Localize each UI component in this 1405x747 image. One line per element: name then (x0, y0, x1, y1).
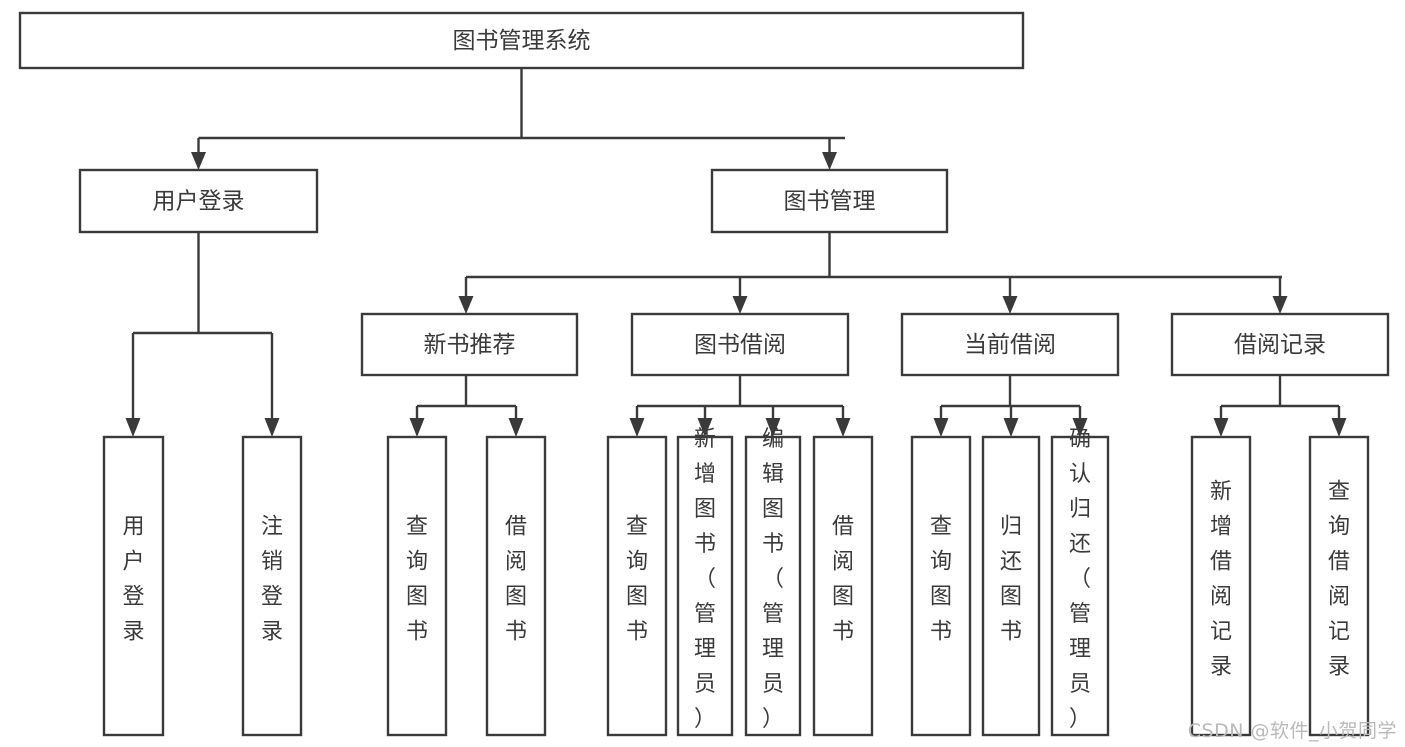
edge-group-root-to-level2 (191, 68, 845, 170)
node-borrow-record-label: 借阅记录 (1234, 332, 1326, 358)
node-leaf-query-book-1[interactable]: 查询图书 (386, 435, 448, 737)
node-leaf-query-book-2-box[interactable] (606, 435, 668, 737)
edge-group-borrowrecord-to-leaves (1213, 375, 1347, 437)
arrowhead-leaf-edit-book (765, 418, 781, 437)
node-leaf-edit-book-label: 编辑图书（管理员） (762, 427, 784, 732)
node-leaf-add-record-box[interactable] (1190, 435, 1252, 737)
node-current-borrow-box[interactable] (900, 312, 1120, 377)
node-leaf-query-book-3[interactable]: 查询图书 (910, 435, 972, 737)
edge-group-currentborrow-to-leaves (933, 375, 1088, 437)
arrowhead-leaf-query-book-3 (933, 418, 949, 437)
node-book-manage[interactable]: 图书管理 (710, 168, 949, 234)
node-leaf-user-logout[interactable]: 注销登录 (241, 435, 303, 737)
node-book-borrow[interactable]: 图书借阅 (630, 312, 850, 377)
node-leaf-borrow-book-1-box[interactable] (485, 435, 547, 737)
node-new-book-recommend-label: 新书推荐 (424, 332, 516, 358)
node-leaf-query-book-2[interactable]: 查询图书 (606, 435, 668, 737)
node-leaf-borrow-book-1[interactable]: 借阅图书 (485, 435, 547, 737)
node-leaf-query-record-box[interactable] (1308, 435, 1370, 737)
node-borrow-record-box[interactable] (1170, 312, 1390, 377)
node-current-borrow[interactable]: 当前借阅 (900, 312, 1120, 377)
edge-group-newbook-to-leaves (409, 375, 524, 437)
arrowhead-book-manage (822, 152, 837, 170)
node-book-manage-label: 图书管理 (784, 189, 876, 215)
arrowhead-current-borrow (1002, 296, 1018, 314)
arrowhead-leaf-query-book-1 (409, 418, 425, 437)
node-user-login[interactable]: 用户登录 (78, 168, 319, 234)
edge-group-bookmanage-to-level3 (458, 232, 1288, 314)
node-leaf-confirm-return-box[interactable] (1050, 435, 1110, 737)
node-leaf-return-book-box[interactable] (981, 435, 1041, 737)
arrowhead-leaf-borrow-book-2 (835, 418, 851, 437)
node-user-login-label: 用户登录 (153, 189, 245, 215)
node-leaf-user-login-box[interactable] (102, 435, 165, 737)
node-book-borrow-box[interactable] (630, 312, 850, 377)
node-root-box[interactable] (18, 11, 1025, 70)
arrowhead-new-book-recommend (458, 296, 474, 314)
node-new-book-recommend-box[interactable] (360, 312, 579, 377)
node-new-book-recommend[interactable]: 新书推荐 (360, 312, 579, 377)
node-root-label: 图书管理系统 (453, 28, 591, 54)
arrowhead-leaf-user-logout (264, 418, 280, 437)
node-leaf-borrow-book-2-box[interactable] (812, 435, 874, 737)
node-leaf-query-book-3-label: 查询图书 (930, 515, 952, 645)
node-leaf-edit-book[interactable]: 编辑图书（管理员） (744, 427, 802, 737)
node-leaf-edit-book-box[interactable] (744, 435, 802, 737)
node-leaf-confirm-return-label: 确认归还（管理员） (1069, 427, 1091, 732)
node-leaf-add-record[interactable]: 新增借阅记录 (1190, 435, 1252, 737)
node-leaf-user-logout-box[interactable] (241, 435, 303, 737)
node-leaf-borrow-book-1-label: 借阅图书 (505, 515, 527, 645)
edge-group-bookborrow-to-leaves (629, 375, 851, 437)
node-borrow-record[interactable]: 借阅记录 (1170, 312, 1390, 377)
arrowhead-user-login (191, 152, 206, 170)
arrowhead-leaf-borrow-book-1 (508, 418, 524, 437)
node-leaf-confirm-return[interactable]: 确认归还（管理员） (1050, 427, 1110, 737)
node-leaf-query-book-2-label: 查询图书 (626, 515, 648, 645)
node-leaf-add-record-label: 新增借阅记录 (1210, 480, 1232, 680)
arrowhead-leaf-user-login (125, 418, 141, 437)
node-book-manage-box[interactable] (710, 168, 949, 234)
node-leaf-user-login-label: 用户登录 (122, 515, 144, 645)
arrowhead-leaf-query-record (1331, 418, 1347, 437)
leaf-node-layer: 用户登录 注销登录 查询图书 借阅图书 查询图书 新增图书（管理员） 编辑图书（管理员） 借阅… (102, 427, 1370, 737)
node-user-login-box[interactable] (78, 168, 319, 234)
node-leaf-query-book-1-box[interactable] (386, 435, 448, 737)
node-leaf-query-book-3-box[interactable] (910, 435, 972, 737)
arrowhead-borrow-record (1272, 296, 1288, 314)
arrowhead-leaf-add-book (697, 418, 713, 437)
arrowhead-leaf-query-book-2 (629, 418, 645, 437)
node-leaf-query-book-1-label: 查询图书 (406, 515, 428, 645)
node-leaf-add-book-box[interactable] (676, 435, 734, 737)
node-leaf-user-logout-label: 注销登录 (261, 515, 283, 645)
node-leaf-return-book-label: 归还图书 (1000, 515, 1022, 645)
arrowhead-leaf-return-book (1003, 418, 1019, 437)
node-leaf-add-book-label: 新增图书（管理员） (694, 427, 716, 732)
node-current-borrow-label: 当前借阅 (964, 332, 1056, 358)
arrowhead-leaf-add-record (1213, 418, 1229, 437)
node-leaf-query-record-label: 查询借阅记录 (1328, 480, 1350, 680)
arrowhead-book-borrow (732, 296, 748, 314)
node-leaf-borrow-book-2-label: 借阅图书 (832, 515, 854, 645)
node-root[interactable]: 图书管理系统 (18, 11, 1025, 70)
node-leaf-borrow-book-2[interactable]: 借阅图书 (812, 435, 874, 737)
node-leaf-add-book[interactable]: 新增图书（管理员） (676, 427, 734, 737)
edge-group-userlogin-to-leaves (125, 232, 280, 437)
arrowhead-leaf-confirm-return (1072, 418, 1088, 437)
node-leaf-user-login[interactable]: 用户登录 (102, 435, 165, 737)
node-leaf-return-book[interactable]: 归还图书 (981, 435, 1041, 737)
node-book-borrow-label: 图书借阅 (694, 332, 786, 358)
node-leaf-query-record[interactable]: 查询借阅记录 (1308, 435, 1370, 737)
